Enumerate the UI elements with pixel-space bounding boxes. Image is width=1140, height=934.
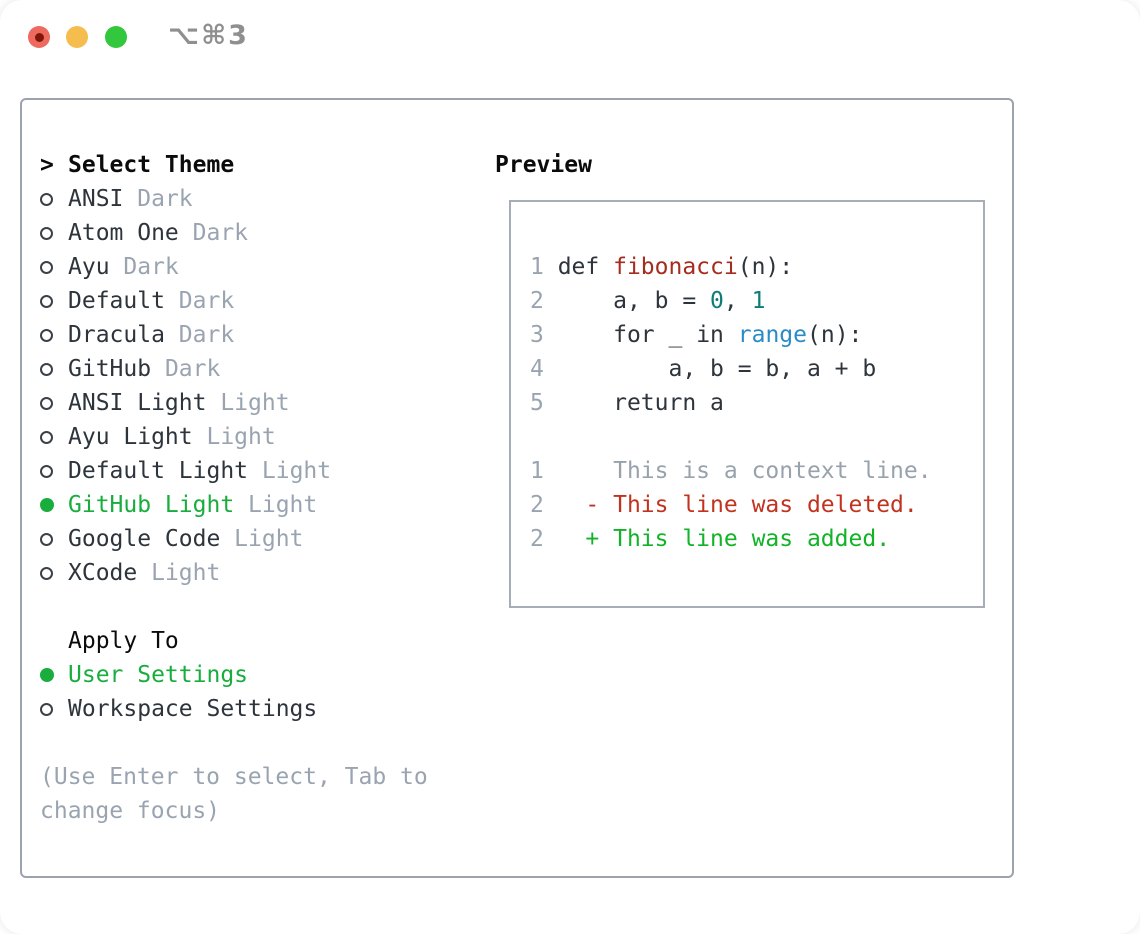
theme-option-ansi[interactable]: ANSI Dark: [40, 182, 428, 216]
option-label: Google Code: [68, 526, 235, 552]
code-line: 2 + This line was added.: [530, 526, 891, 552]
window-title: ⌥⌘3: [168, 20, 249, 51]
radio-icon: [40, 430, 68, 444]
option-label: Workspace Settings: [68, 696, 318, 722]
spacer: [40, 726, 428, 760]
help-text-line-1: (Use Enter to select, Tab to: [40, 764, 428, 790]
option-label: ANSI: [68, 186, 138, 212]
code-preview: 1 def fibonacci(n): 2 a, b = 0, 1 3 for _ …: [530, 250, 983, 556]
radio-icon: [40, 566, 68, 580]
option-label: Ayu Light: [68, 424, 207, 450]
radio-icon: [40, 702, 68, 716]
variant-label: Dark: [137, 186, 193, 212]
code-line: 2 a, b = 0, 1: [530, 288, 766, 314]
code-line: 2 - This line was deleted.: [530, 492, 918, 518]
apply-option-user-settings[interactable]: User Settings: [40, 658, 428, 692]
modified-dot-icon: [34, 32, 44, 42]
preview-pane: 1 def fibonacci(n): 2 a, b = 0, 1 3 for _ …: [509, 200, 985, 608]
variant-label: Dark: [164, 356, 221, 382]
variant-label: Dark: [192, 220, 249, 246]
radio-selected-icon: [40, 498, 68, 512]
code-line: 4 a, b = b, a + b: [530, 356, 877, 382]
theme-option-ayu-light[interactable]: Ayu Light Light: [40, 420, 428, 454]
option-label: Default Light: [68, 458, 262, 484]
minimize-button[interactable]: [66, 26, 88, 48]
select-theme-title: Select Theme: [68, 152, 235, 178]
option-label: Default: [68, 288, 179, 314]
radio-icon: [40, 532, 68, 546]
option-label: XCode: [68, 560, 152, 586]
radio-icon: [40, 464, 68, 478]
theme-option-xcode[interactable]: XCode Light: [40, 556, 428, 590]
option-label: GitHub Light: [68, 492, 249, 518]
radio-icon: [40, 226, 68, 240]
radio-selected-icon: [40, 668, 68, 682]
title-bar: ⌥⌘3: [0, 0, 1140, 74]
theme-option-dracula[interactable]: Dracula Dark: [40, 318, 428, 352]
radio-icon: [40, 260, 68, 274]
code-line: 1 This is a context line.: [530, 458, 932, 484]
spacer: [40, 590, 428, 624]
select-theme-header: > Select Theme: [40, 148, 428, 182]
radio-icon: [40, 362, 68, 376]
close-button[interactable]: [28, 26, 50, 48]
preview-title: Preview: [495, 152, 592, 178]
code-line: [530, 420, 983, 454]
radio-icon: [40, 396, 68, 410]
theme-option-default-light[interactable]: Default Light Light: [40, 454, 428, 488]
variant-label: Light: [261, 458, 332, 484]
option-label: Ayu: [68, 254, 124, 280]
theme-option-ansi-light[interactable]: ANSI Light Light: [40, 386, 428, 420]
focus-caret-icon: >: [40, 152, 54, 178]
theme-option-github-light[interactable]: GitHub Light Light: [40, 488, 428, 522]
theme-option-google-code[interactable]: Google Code Light: [40, 522, 428, 556]
option-label: Dracula: [68, 322, 179, 348]
code-line: 1 def fibonacci(n):: [530, 254, 794, 280]
radio-icon: [40, 294, 68, 308]
variant-label: Dark: [178, 322, 235, 348]
theme-option-ayu[interactable]: Ayu Dark: [40, 250, 428, 284]
variant-label: Light: [151, 560, 221, 586]
theme-option-github[interactable]: GitHub Dark: [40, 352, 428, 386]
option-label: Atom One: [68, 220, 193, 246]
theme-option-atom-one[interactable]: Atom One Dark: [40, 216, 428, 250]
radio-icon: [40, 328, 68, 342]
code-line: 5 return a: [530, 390, 724, 416]
apply-option-workspace-settings[interactable]: Workspace Settings: [40, 692, 428, 726]
variant-label: Light: [220, 390, 290, 416]
zoom-button[interactable]: [105, 26, 127, 48]
radio-icon: [40, 192, 68, 206]
option-label: ANSI Light: [68, 390, 221, 416]
theme-option-default[interactable]: Default Dark: [40, 284, 428, 318]
option-label: GitHub: [68, 356, 165, 382]
variant-label: Light: [234, 526, 304, 552]
variant-label: Dark: [123, 254, 179, 280]
variant-label: Dark: [178, 288, 235, 314]
variant-label: Light: [248, 492, 318, 518]
help-text-line-2: change focus): [40, 798, 221, 824]
code-line: 3 for _ in range(n):: [530, 322, 863, 348]
variant-label: Light: [206, 424, 276, 450]
apply-to-header: Apply To: [68, 628, 179, 654]
option-label: User Settings: [68, 662, 249, 688]
